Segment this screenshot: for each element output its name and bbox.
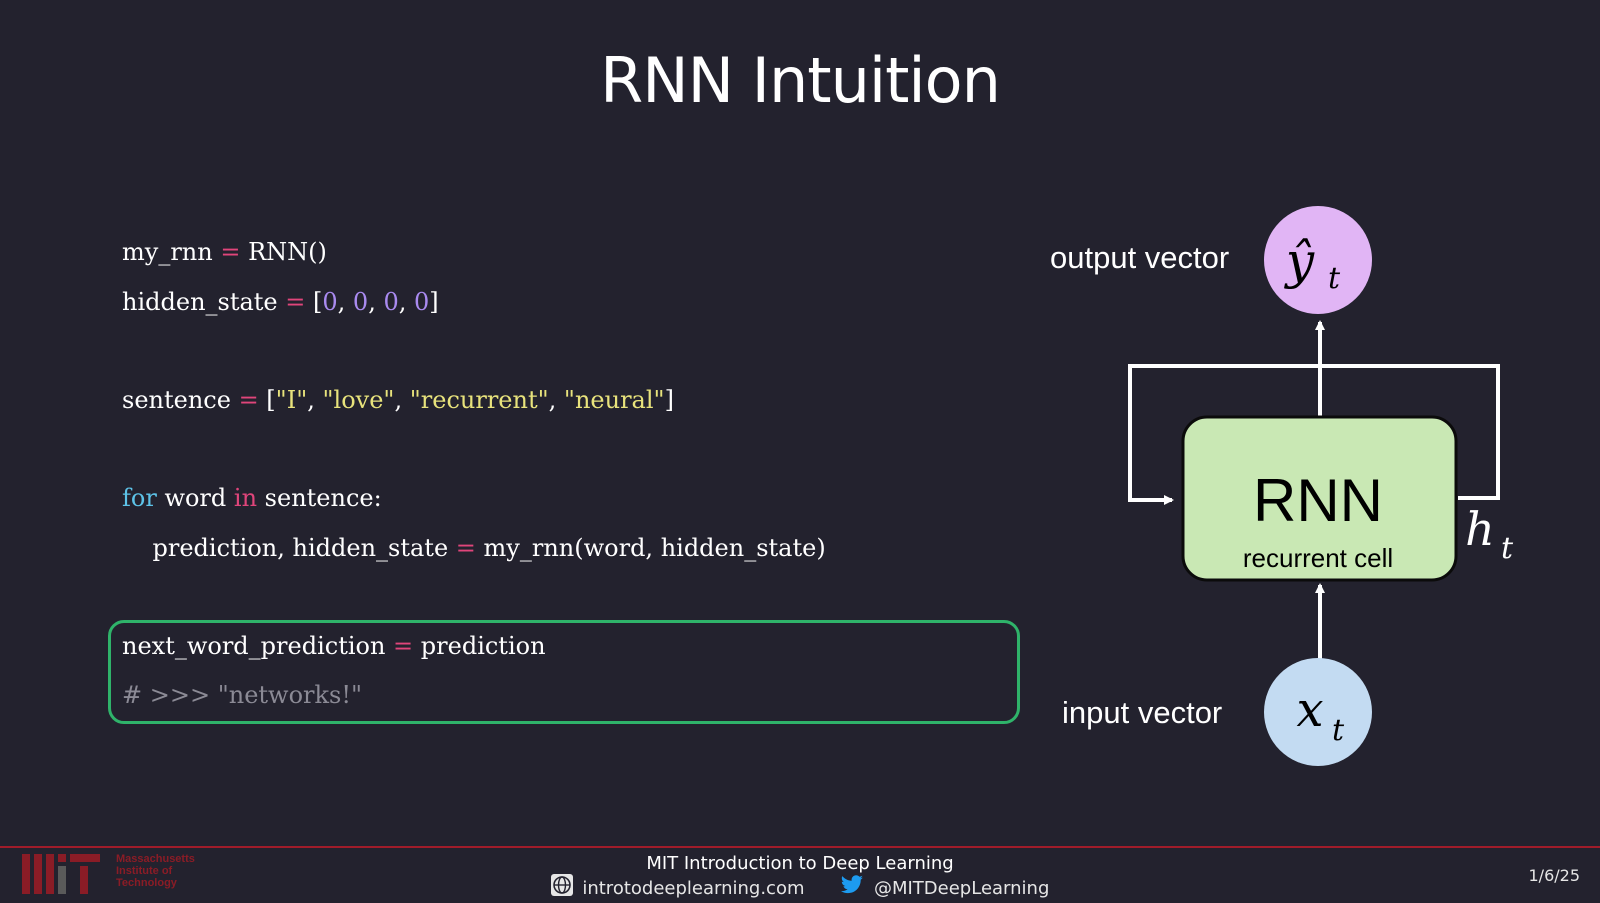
slide-date: 1/6/25 bbox=[1528, 866, 1581, 885]
twitter-handle-link[interactable]: @MITDeepLearning bbox=[873, 877, 1050, 899]
code-text: sentence: bbox=[257, 484, 382, 512]
mit-wordmark-line: Massachusetts bbox=[116, 853, 195, 865]
mit-wordmark-line: Technology bbox=[116, 877, 177, 889]
input-subscript: t bbox=[1332, 713, 1345, 748]
code-text: , bbox=[394, 386, 410, 414]
code-text: [ bbox=[305, 288, 323, 316]
footer-divider bbox=[0, 846, 1600, 848]
code-number: 0 bbox=[322, 288, 338, 316]
code-text: sentence bbox=[122, 386, 239, 414]
code-text: hidden_state bbox=[122, 288, 286, 316]
code-operator: = bbox=[285, 288, 306, 316]
code-line-7: # >>> "networks!" bbox=[122, 681, 362, 709]
rnn-cell bbox=[1181, 415, 1458, 582]
code-string: "I" bbox=[275, 386, 308, 414]
input-vector-label: input vector bbox=[1062, 695, 1223, 730]
prediction-highlight-box bbox=[108, 620, 1020, 724]
code-string: "love" bbox=[322, 386, 395, 414]
code-text: , bbox=[398, 288, 415, 316]
code-operator: = bbox=[238, 386, 259, 414]
code-string: "recurrent" bbox=[409, 386, 549, 414]
code-keyword: for bbox=[122, 484, 157, 512]
code-string: "neural" bbox=[563, 386, 665, 414]
recurrence-loop-line bbox=[1128, 364, 1500, 505]
mit-logo bbox=[22, 854, 100, 894]
code-text: [ bbox=[258, 386, 276, 414]
footer-center: MIT Introduction to Deep Learning introt… bbox=[0, 854, 1600, 903]
code-number: 0 bbox=[352, 288, 369, 316]
code-text: , bbox=[368, 288, 384, 316]
hidden-state-symbol: h bbox=[1465, 502, 1495, 556]
twitter-icon bbox=[840, 875, 864, 902]
website-link[interactable]: introtodeeplearning.com bbox=[582, 877, 805, 899]
course-title: MIT Introduction to Deep Learning bbox=[646, 853, 954, 874]
code-text: RNN() bbox=[240, 238, 327, 266]
code-text: my_rnn bbox=[122, 238, 221, 266]
code-line-5: prediction, hidden_state = my_rnn(word, … bbox=[122, 534, 826, 562]
code-line-3: sentence = ["I", "love", "recurrent", "n… bbox=[122, 386, 674, 414]
globe-icon bbox=[550, 874, 573, 903]
code-text: , bbox=[548, 386, 564, 414]
output-node bbox=[1264, 206, 1372, 314]
code-text: next_word_prediction bbox=[122, 632, 394, 660]
code-operator: = bbox=[220, 238, 241, 266]
code-text: , bbox=[307, 386, 323, 414]
code-text: ] bbox=[429, 288, 439, 316]
slide-title: RNN Intuition bbox=[600, 44, 1001, 117]
code-operator: = bbox=[455, 534, 476, 562]
footer-links: introtodeeplearning.com @MITDeepLearning bbox=[0, 874, 1600, 903]
output-subscript: t bbox=[1328, 261, 1341, 296]
output-symbol: ŷ bbox=[1284, 232, 1315, 290]
rnn-cell-subtitle: recurrent cell bbox=[1243, 543, 1393, 573]
code-operator: = bbox=[393, 632, 414, 660]
input-node bbox=[1264, 658, 1372, 766]
output-vector-label: output vector bbox=[1050, 240, 1230, 275]
code-keyword: in bbox=[233, 484, 258, 512]
code-text: my_rnn(word, hidden_state) bbox=[475, 534, 826, 562]
code-number: 0 bbox=[414, 288, 430, 316]
code-text: prediction, hidden_state bbox=[122, 534, 456, 562]
code-text: ] bbox=[664, 386, 674, 414]
input-symbol: x bbox=[1296, 682, 1323, 738]
code-text: prediction bbox=[413, 632, 546, 660]
rnn-cell-title: RNN bbox=[1253, 467, 1383, 534]
hidden-state-subscript: t bbox=[1501, 531, 1514, 566]
code-comment: # >>> "networks!" bbox=[122, 681, 363, 709]
code-text: word bbox=[156, 484, 234, 512]
mit-wordmark: Massachusetts Institute of Technology bbox=[116, 853, 195, 889]
code-line-6: next_word_prediction = prediction bbox=[122, 632, 546, 660]
mit-wordmark-line: Institute of bbox=[116, 865, 173, 877]
code-line-4: for word in sentence: bbox=[122, 484, 382, 512]
code-line-2: hidden_state = [0, 0, 0, 0] bbox=[122, 288, 439, 316]
code-number: 0 bbox=[383, 288, 399, 316]
code-text: , bbox=[337, 288, 353, 316]
code-line-1: my_rnn = RNN() bbox=[122, 238, 327, 266]
